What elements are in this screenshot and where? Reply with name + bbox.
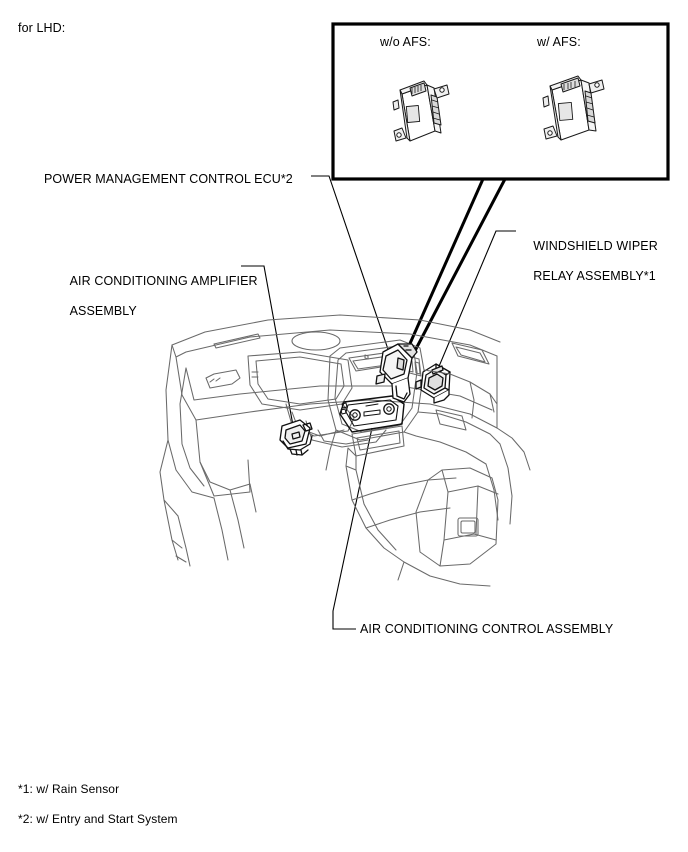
callout-air-conditioning-control-assembly: AIR CONDITIONING CONTROL ASSEMBLY xyxy=(360,622,614,636)
footnote-1: *1: w/ Rain Sensor xyxy=(18,782,120,796)
page-title: for LHD: xyxy=(18,21,66,35)
dashboard-illustration xyxy=(159,314,531,587)
callout-leader-lines xyxy=(241,175,516,630)
ecu-module-without-afs xyxy=(392,80,450,142)
leader-power-management-control-ecu xyxy=(311,175,393,362)
leader-air-conditioning-control xyxy=(332,427,373,630)
ecu-module-with-afs xyxy=(542,75,605,141)
footnote-2: *2: w/ Entry and Start System xyxy=(18,812,178,826)
callout-power-management-control-ecu: POWER MANAGEMENT CONTROL ECU*2 xyxy=(44,172,293,186)
inset-box-border xyxy=(331,22,670,181)
callout-air-conditioning-amplifier-assembly: AIR CONDITIONING AMPLIFIER ASSEMBLY xyxy=(56,259,258,334)
callout-ac-amplifier-line2: ASSEMBLY xyxy=(69,304,137,318)
callout-wiper-relay-line1: WINDSHIELD WIPER xyxy=(533,239,658,253)
inset-label-with-afs: w/ AFS: xyxy=(537,35,581,49)
leader-air-conditioning-amplifier xyxy=(241,265,295,432)
callout-windshield-wiper-relay-assembly: WINDSHIELD WIPER RELAY ASSEMBLY*1 xyxy=(519,224,658,299)
leader-windshield-wiper-relay xyxy=(431,230,516,384)
callout-ac-amplifier-line1: AIR CONDITIONING AMPLIFIER xyxy=(69,274,258,288)
inset-label-without-afs: w/o AFS: xyxy=(380,35,431,49)
callout-wiper-relay-line2: RELAY ASSEMBLY*1 xyxy=(533,269,656,283)
